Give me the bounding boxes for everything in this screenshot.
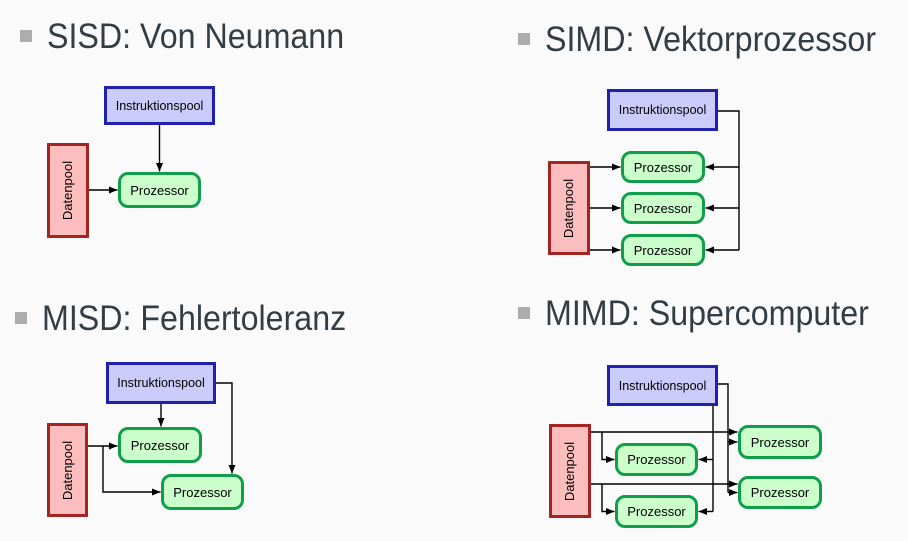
sisd-processor-label: Prozessor [130,182,189,198]
bullet-icon [518,307,530,319]
mimd-processor-label: Prozessor [627,504,686,519]
mimd-data-arrow-mid-1 [601,432,615,463]
heading-misd-label: MISD: Fehlertoleranz [42,298,347,338]
mimd-processor-label: Prozessor [750,485,810,500]
heading-sisd-label: SISD: Von Neumann [47,16,345,56]
mimd-processor-box-mid-1: Prozessor [615,443,698,476]
heading-misd: MISD: Fehlertoleranz [15,298,373,338]
mimd-data-arrow-mid-2 [601,484,615,515]
simd-instruction-bus [718,110,740,250]
misd-processor-box-1: Prozessor [118,427,202,463]
mimd-instruction-pool-label: Instruktionspool [618,378,707,393]
heading-mimd: MIMD: Supercomputer [518,293,897,333]
simd-processor-box-1: Prozessor [621,151,705,183]
simd-processor-label: Prozessor [633,200,693,216]
simd-data-pool-box: Datenpool [548,161,590,255]
mimd-processor-box-right-1: Prozessor [738,425,822,459]
simd-instruction-pool-label: Instruktionspool [618,103,707,117]
misd-instruction-pool-label: Instruktionspool [117,376,205,390]
heading-simd: SIMD: Vektorprozessor [518,19,905,59]
misd-instruction-pool-box: Instruktionspool [106,362,216,404]
bullet-icon [15,312,27,324]
sisd-data-pool-box: Datenpool [47,143,89,238]
heading-sisd: SISD: Von Neumann [20,16,370,56]
simd-processor-label: Prozessor [633,242,693,258]
heading-mimd-label: MIMD: Supercomputer [545,293,869,333]
simd-processor-label: Prozessor [633,159,693,175]
misd-processor-label: Prozessor [173,484,232,500]
mimd-data-pool-box: Datenpool [549,424,591,518]
mimd-processor-label: Prozessor [627,452,686,467]
bullet-icon [20,30,32,42]
misd-data-pool-box: Datenpool [47,423,88,517]
mimd-processor-label: Prozessor [750,434,810,450]
mimd-processor-box-right-2: Prozessor [738,476,822,509]
sisd-data-pool-label: Datenpool [60,160,76,221]
simd-instruction-pool-box: Instruktionspool [607,89,718,131]
sisd-instruction-pool-box: Instruktionspool [104,86,215,125]
mimd-data-pool-label: Datenpool [562,441,578,501]
heading-simd-label: SIMD: Vektorprozessor [545,19,877,59]
misd-processor-box-2: Prozessor [161,474,244,510]
simd-data-pool-label: Datenpool [561,178,577,238]
sisd-processor-box: Prozessor [118,172,201,208]
misd-processor-label: Prozessor [130,437,190,453]
simd-processor-box-3: Prozessor [621,234,705,266]
mimd-instruction-pool-box: Instruktionspool [607,365,718,406]
simd-processor-box-2: Prozessor [621,192,705,224]
sisd-instruction-pool-label: Instruktionspool [115,98,204,113]
mimd-processor-box-mid-2: Prozessor [615,495,698,528]
mimd-instruction-bus-right [718,383,729,493]
misd-data-pool-label: Datenpool [60,440,75,500]
misd-instruction-arrow-2 [216,382,236,474]
bullet-icon [518,33,530,45]
